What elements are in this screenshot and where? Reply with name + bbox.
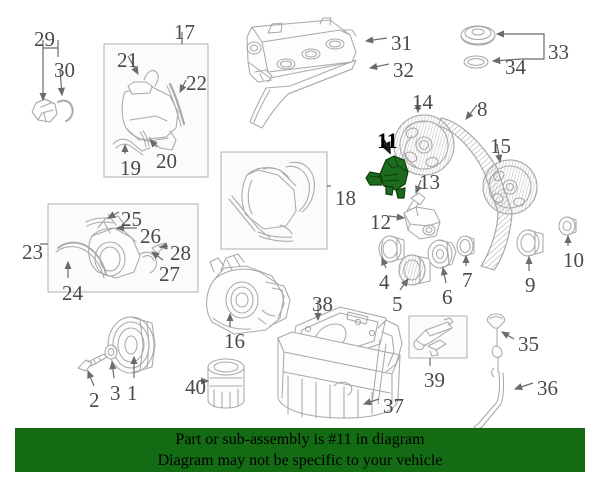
leader-lines xyxy=(39,30,572,406)
group-bush-10 xyxy=(558,216,577,236)
group-oil-filter-40 xyxy=(207,358,245,409)
group-crank-pulley xyxy=(77,316,156,374)
group-box-23 xyxy=(47,203,199,293)
group-ring-7 xyxy=(456,235,475,257)
highlighted-part-11 xyxy=(365,155,409,199)
info-banner: Part or sub-assembly is #11 in diagram D… xyxy=(15,428,585,472)
group-part-29-30 xyxy=(31,98,74,123)
group-box-39 xyxy=(408,315,468,359)
banner-line-2: Diagram may not be specific to your vehi… xyxy=(157,452,443,469)
group-cam-sprocket xyxy=(393,114,455,176)
group-oil-filler-cap xyxy=(460,25,496,69)
group-water-pump-16 xyxy=(206,253,291,335)
group-box-17 xyxy=(103,43,209,178)
group-bracket-12 xyxy=(403,206,441,240)
group-seal-6 xyxy=(427,239,457,269)
group-box-18 xyxy=(220,151,328,250)
group-bearing-9 xyxy=(516,229,544,257)
group-timing-belt xyxy=(437,117,513,271)
group-oil-pan xyxy=(277,306,403,419)
group-gear-5 xyxy=(398,254,431,286)
banner-line-1: Part or sub-assembly is #11 in diagram xyxy=(175,430,425,448)
group-valve-cover xyxy=(246,17,357,129)
group-bearing-4 xyxy=(378,235,405,263)
group-dipstick xyxy=(473,313,506,430)
